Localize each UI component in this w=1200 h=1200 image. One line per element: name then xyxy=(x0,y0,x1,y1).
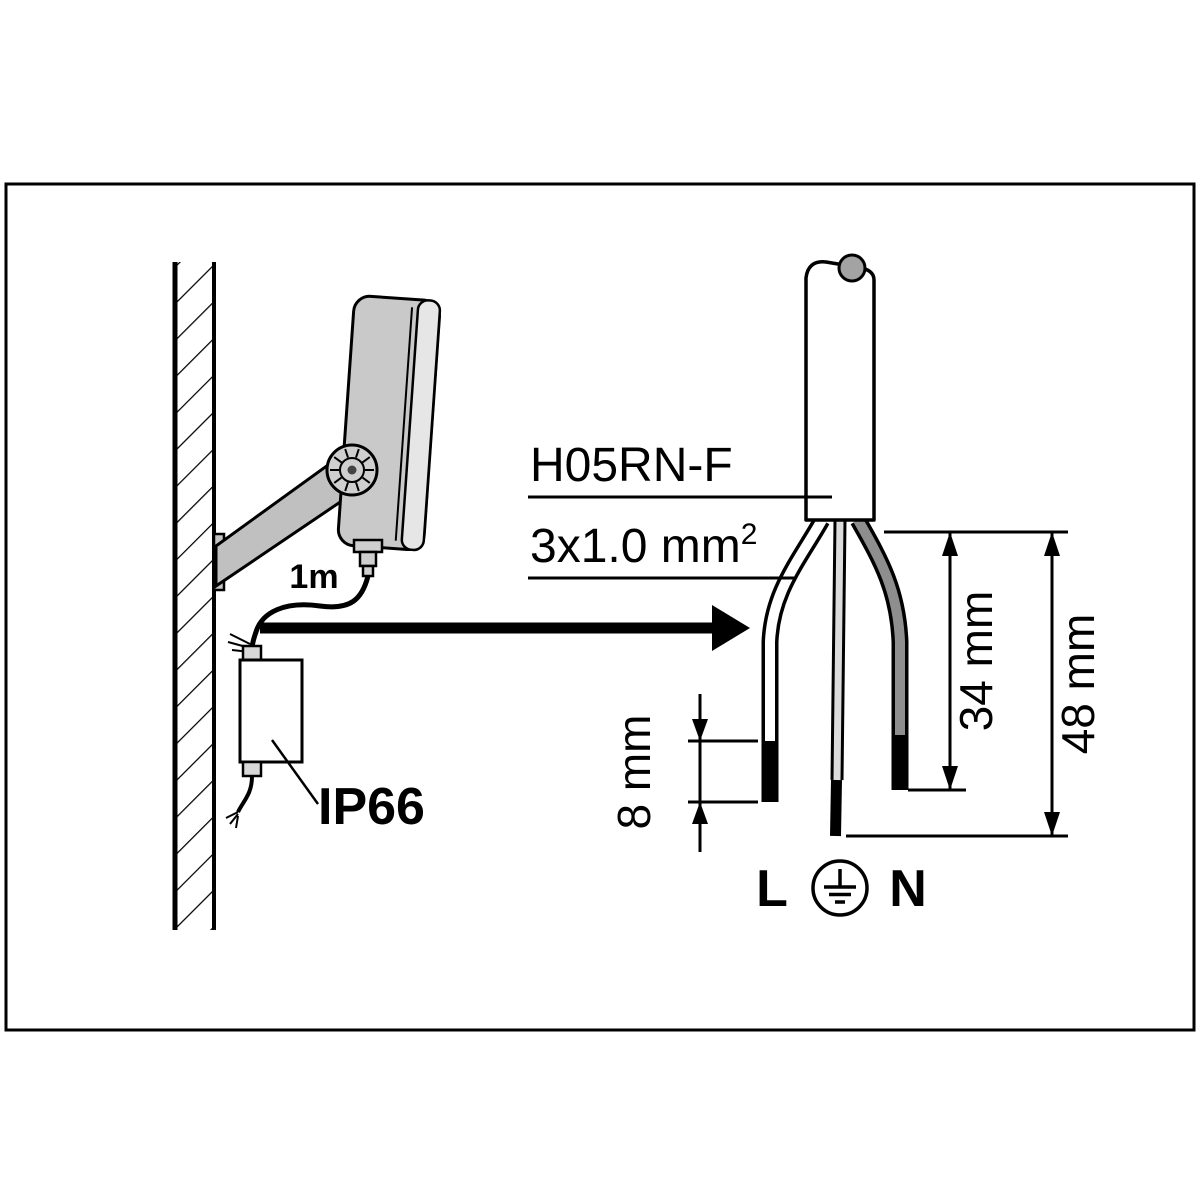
earth-ground-icon xyxy=(811,859,869,917)
dim-arrow-down-icon xyxy=(942,766,958,790)
dim-arrow-up-icon xyxy=(692,802,708,824)
outer-wire-length-label: 34 mm xyxy=(950,591,1002,732)
dim-arrow-up-icon xyxy=(1044,532,1060,556)
cable-spec-superscript: 2 xyxy=(741,518,758,551)
earth-wire-length-label: 48 mm xyxy=(1052,614,1104,755)
diagram-frame xyxy=(4,182,1196,1032)
strip-length-label: 8 mm xyxy=(608,715,660,830)
cable-cut-end xyxy=(837,253,867,283)
dimension-outer-wires: 34 mm xyxy=(884,530,1068,792)
junction-box-gland-bottom xyxy=(241,760,263,778)
cable-fray-bottom xyxy=(225,811,239,829)
wall-hatch xyxy=(174,262,214,930)
junction-box xyxy=(238,658,304,764)
cable-sheath xyxy=(804,260,876,522)
terminal-neutral-label: N xyxy=(889,860,927,918)
dim-arrow-down-icon xyxy=(1044,812,1060,836)
dimension-strip-length: 8 mm xyxy=(608,694,758,852)
cable-type-label: H05RN-F xyxy=(530,439,733,492)
ip66-leader-line xyxy=(270,739,320,805)
junction-box-cable-bottom xyxy=(236,775,254,813)
dimension-earth-wire: 48 mm xyxy=(846,532,1104,838)
arrow-right-icon xyxy=(260,605,750,651)
wall xyxy=(172,262,216,930)
junction-box-gland-top xyxy=(241,644,263,662)
wire-live xyxy=(761,515,830,802)
wire-earth xyxy=(830,519,847,837)
floodlight xyxy=(336,294,442,552)
cable-spec-label: 3x1.0 mm2 xyxy=(530,518,757,573)
wire-neutral xyxy=(850,515,909,790)
ip-rating-label: IP66 xyxy=(318,778,425,836)
terminal-live-label: L xyxy=(756,860,788,918)
pivot-knob xyxy=(325,443,379,497)
dim-arrow-up-icon xyxy=(942,532,958,556)
wire-earth-stripped-tip xyxy=(830,779,842,837)
dim-arrow-down-icon xyxy=(692,719,708,741)
cable-length-label: 1m xyxy=(289,558,338,596)
cable-gland xyxy=(352,538,384,578)
floodlight-front-bezel xyxy=(400,299,442,552)
